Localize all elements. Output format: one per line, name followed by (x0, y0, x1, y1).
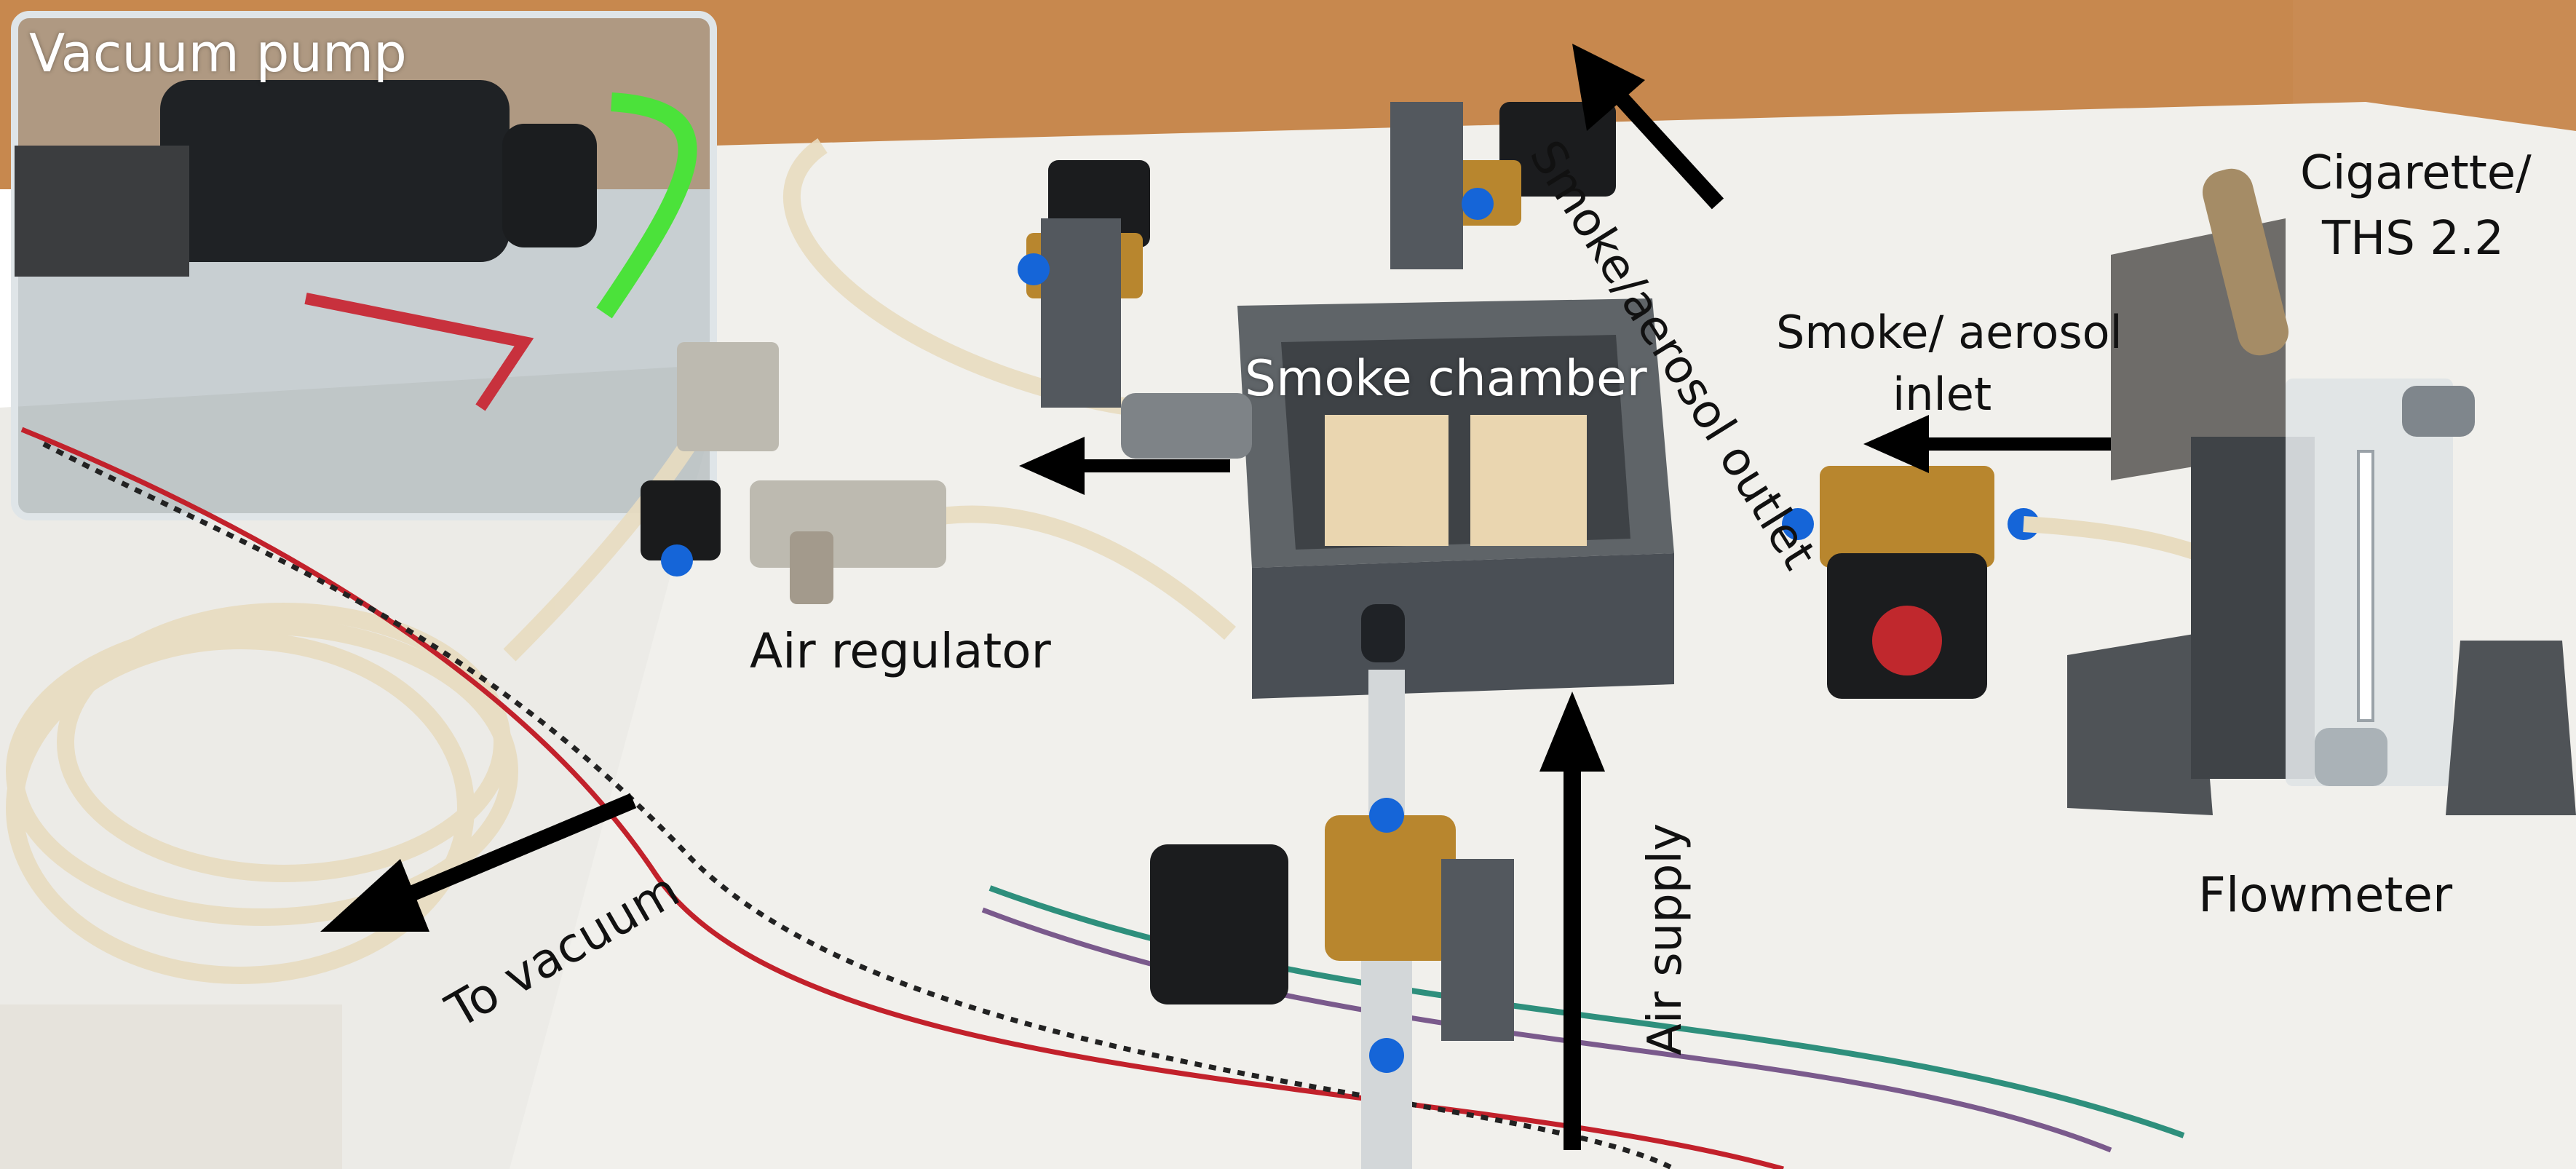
inlet-solenoid-valve (1782, 466, 2276, 699)
label-flowmeter: Flowmeter (2198, 867, 2453, 923)
air-regulator-unit (641, 342, 946, 604)
label-air-supply: Air supply (1638, 823, 1692, 1055)
red-cable (20, 427, 1784, 1169)
arrow-air-supply (1539, 692, 1605, 1150)
cigarette-holder (2111, 168, 2289, 480)
arrow-chamber-out (1019, 437, 1230, 495)
label-cigarette-line2: THS 2.2 (2322, 212, 2504, 266)
dotted-cable (42, 441, 1676, 1169)
label-air-regulator: Air regulator (750, 623, 1051, 679)
label-inlet-line2: inlet (1893, 368, 1992, 421)
arrow-outlet (1572, 44, 1724, 210)
vacuum-pump-box (11, 11, 717, 520)
label-cigarette-line1: Cigarette/ (2300, 146, 2532, 200)
label-vacuum-pump: Vacuum pump (29, 23, 407, 84)
air-supply-valve (1150, 670, 1514, 1169)
arrow-to-vacuum (320, 793, 637, 932)
upper-valves (1018, 102, 1616, 408)
left-shelf (0, 1004, 342, 1169)
flowmeter-unit (2067, 379, 2576, 815)
label-inlet-line1: Smoke/ aerosol (1776, 306, 2123, 359)
label-smoke-chamber: Smoke chamber (1245, 350, 1647, 408)
arrow-inlet (1863, 415, 2111, 473)
smoke-chamber-box (1121, 298, 1674, 699)
